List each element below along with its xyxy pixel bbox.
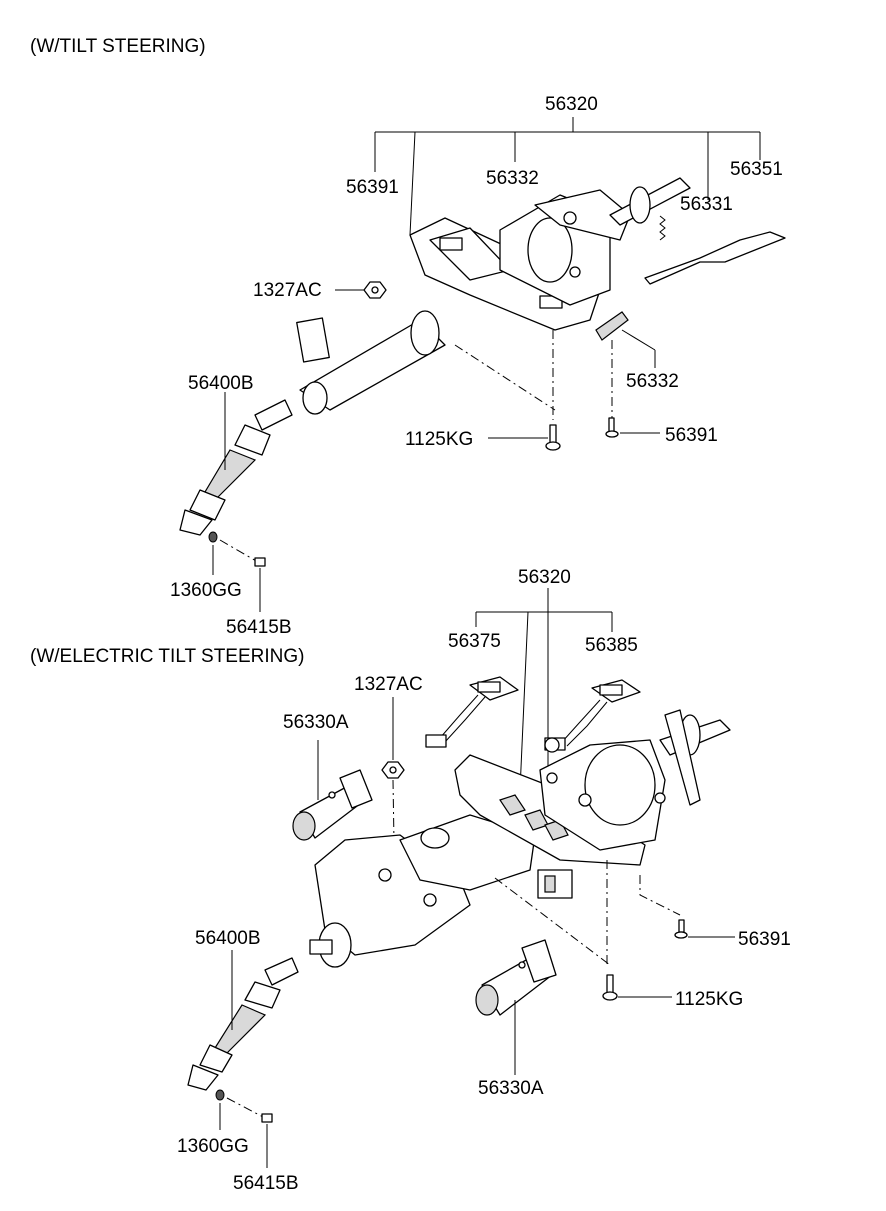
- pin-56415B-tilt: [219, 539, 266, 612]
- pin-56415B-electric: [226, 1097, 273, 1168]
- screw-56391-tilt: [605, 417, 660, 438]
- bolt-1125KG-tilt: [488, 424, 561, 451]
- label-56375: 56375: [448, 631, 501, 652]
- label-1125KG-tilt: 1125KG: [405, 429, 473, 450]
- label-56320-electric: 56320: [518, 567, 571, 588]
- label-56332-tilt-upper: 56332: [486, 168, 539, 189]
- label-56331: 56331: [680, 194, 733, 215]
- connector-56375: [425, 676, 519, 748]
- section-title-tilt: (W/TILT STEERING): [30, 36, 206, 57]
- label-56332-tilt-lower: 56332: [626, 371, 679, 392]
- label-56400B-electric: 56400B: [195, 928, 261, 949]
- label-56400B-tilt: 56400B: [188, 373, 254, 394]
- label-56320-tilt: 56320: [545, 94, 598, 115]
- label-56330A-electric-upper: 56330A: [283, 712, 349, 733]
- label-56385: 56385: [585, 635, 638, 656]
- bolt-1125KG-electric: [602, 974, 672, 1001]
- label-1327AC-tilt: 1327AC: [253, 280, 322, 301]
- section-title-electric: (W/ELECTRIC TILT STEERING): [30, 646, 304, 667]
- label-56391-electric: 56391: [738, 929, 791, 950]
- joint-56400B-electric: [187, 950, 299, 1091]
- label-56330A-electric-lower: 56330A: [478, 1078, 544, 1099]
- connector-56385: [544, 679, 641, 751]
- nut-1327AC-tilt: [335, 281, 387, 299]
- washer-1360GG-electric: [215, 1089, 225, 1130]
- label-1125KG-electric: 1125KG: [675, 989, 743, 1010]
- joint-56400B-tilt: [179, 392, 293, 536]
- assembly-bracket-tilt: [374, 117, 761, 236]
- label-56415B-electric: 56415B: [233, 1173, 299, 1194]
- label-1327AC-electric: 1327AC: [354, 674, 423, 695]
- steering-column-tilt: [296, 177, 786, 420]
- motor-56330A-lower: [475, 939, 557, 1075]
- label-56391-tilt-lower: 56391: [665, 425, 718, 446]
- label-56391-tilt-upper: 56391: [346, 177, 399, 198]
- label-56415B-tilt: 56415B: [226, 617, 292, 638]
- label-1360GG-tilt: 1360GG: [170, 580, 242, 601]
- label-56351: 56351: [730, 159, 783, 180]
- washer-1360GG-tilt: [208, 531, 218, 575]
- screw-56391-electric: [674, 919, 735, 939]
- label-1360GG-electric: 1360GG: [177, 1136, 249, 1157]
- motor-56330A-upper: [292, 740, 373, 841]
- steering-column-electric: [309, 709, 731, 968]
